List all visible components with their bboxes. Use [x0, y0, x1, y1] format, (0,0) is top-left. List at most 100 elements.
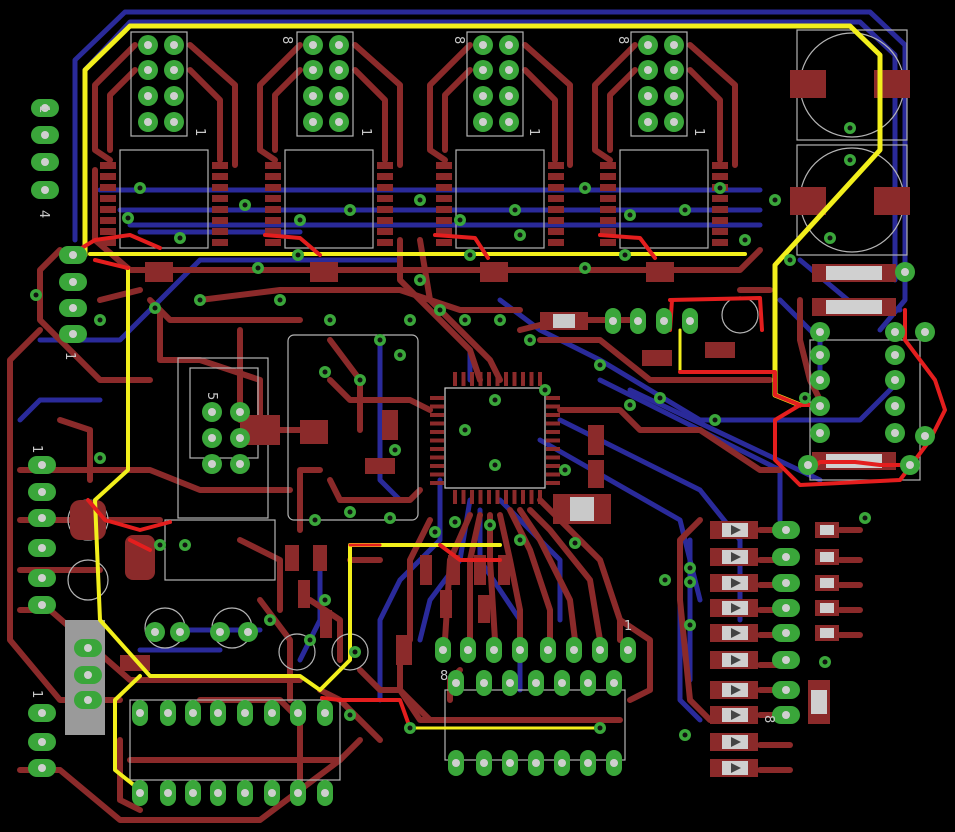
pin-header-icon — [638, 112, 658, 132]
ic-pin — [132, 780, 148, 806]
via — [344, 709, 356, 721]
pin-header-icon — [638, 60, 658, 80]
through-hole-pad — [915, 322, 935, 342]
pin-header-icon — [164, 60, 184, 80]
ic-icon — [444, 387, 546, 489]
pin-header-icon — [31, 153, 59, 171]
through-hole-pad — [810, 322, 830, 342]
pin-header-icon — [473, 86, 493, 106]
pin-header-icon — [138, 86, 158, 106]
ic-pin — [476, 750, 492, 776]
pin-header-icon — [303, 86, 323, 106]
via — [374, 334, 386, 346]
ic-group-1-number: 1 — [192, 128, 207, 136]
ic-pin — [554, 670, 570, 696]
via — [404, 314, 416, 326]
pin-header-icon — [28, 539, 56, 557]
via — [679, 729, 691, 741]
pin-header-icon — [772, 706, 800, 724]
via — [344, 506, 356, 518]
through-hole-pad — [810, 396, 830, 416]
via — [514, 229, 526, 241]
via — [239, 199, 251, 211]
pin-header-icon — [540, 637, 556, 663]
ic-pin — [448, 750, 464, 776]
via — [324, 314, 336, 326]
pin-header-icon — [664, 60, 684, 80]
pin-header-icon — [28, 483, 56, 501]
via — [489, 459, 501, 471]
pin-header-icon — [28, 456, 56, 474]
ic-group-2-pin-label: 8 — [279, 36, 294, 44]
via — [494, 314, 506, 326]
ic-group-4-number: 1 — [691, 128, 706, 136]
via — [684, 562, 696, 574]
pin-header-icon — [303, 112, 323, 132]
diode-icon — [710, 733, 758, 751]
via — [274, 294, 286, 306]
through-hole-pad — [170, 622, 190, 642]
ic-pin — [264, 780, 280, 806]
ic-pin — [317, 780, 333, 806]
via — [714, 182, 726, 194]
through-hole-pad — [202, 428, 222, 448]
pin-header-icon — [566, 637, 582, 663]
through-hole-pad — [810, 423, 830, 443]
through-hole-pad — [895, 262, 915, 282]
via — [349, 646, 361, 658]
through-hole-pads — [28, 35, 935, 806]
pin-header-icon — [138, 112, 158, 132]
via — [459, 314, 471, 326]
pin-header-icon — [772, 548, 800, 566]
pin-header-icon — [499, 86, 519, 106]
conn-top-left-number: 1 — [36, 105, 51, 113]
pin-header-icon — [329, 60, 349, 80]
ic-pin — [606, 670, 622, 696]
pin-header-icon — [499, 60, 519, 80]
pin-header-icon — [164, 86, 184, 106]
via — [434, 304, 446, 316]
via — [684, 576, 696, 588]
through-hole-pad — [202, 402, 222, 422]
via — [844, 122, 856, 134]
ic-pin — [606, 750, 622, 776]
via — [414, 274, 426, 286]
via — [559, 464, 571, 476]
via — [619, 249, 631, 261]
through-hole-pad — [900, 455, 920, 475]
through-hole-pad — [230, 402, 250, 422]
via — [354, 374, 366, 386]
pin-header-icon — [28, 596, 56, 614]
ic-pin — [185, 700, 201, 726]
through-hole-pad — [798, 455, 818, 475]
via — [94, 452, 106, 464]
via — [122, 212, 134, 224]
pin-header-icon — [772, 624, 800, 642]
via — [539, 384, 551, 396]
led-icon — [710, 574, 758, 592]
ic-pin — [502, 750, 518, 776]
pin-header-icon — [473, 112, 493, 132]
ic-group-4-pin-label: 8 — [615, 36, 630, 44]
through-hole-pad — [915, 426, 935, 446]
pin-header-icon — [303, 35, 323, 55]
via — [309, 514, 321, 526]
pin-header-icon — [664, 112, 684, 132]
via — [819, 656, 831, 668]
conn-bottom-left-number: 1 — [29, 690, 44, 698]
through-hole-pad — [885, 370, 905, 390]
resistor-icon — [815, 549, 839, 565]
module-3-outline — [455, 149, 545, 249]
through-hole-pad — [885, 423, 905, 443]
header-bottom-left-number: 8 — [440, 669, 448, 684]
pin-header-icon — [164, 112, 184, 132]
via — [194, 294, 206, 306]
diode-icon — [710, 681, 758, 699]
led-array — [710, 521, 839, 777]
via — [449, 516, 461, 528]
pin-header-icon — [473, 60, 493, 80]
via — [454, 214, 466, 226]
silkscreen-text: 1 4 1 1 1 8 8 8 1 1 1 1 8 1 8 5 — [29, 36, 776, 723]
via — [679, 204, 691, 216]
